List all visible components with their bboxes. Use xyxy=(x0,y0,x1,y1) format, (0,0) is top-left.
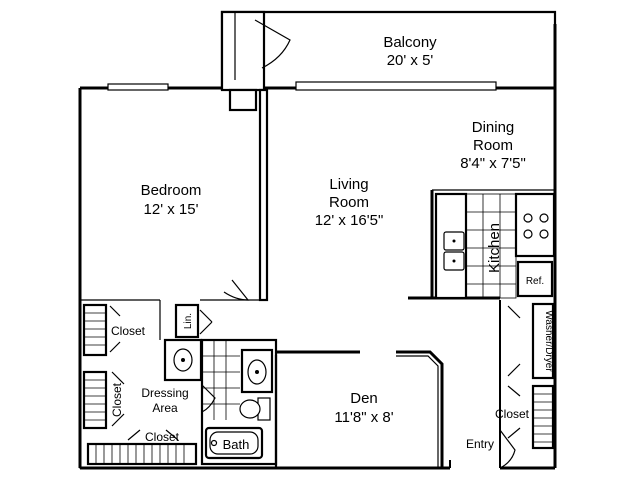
dressing-vanity xyxy=(163,338,203,382)
balcony-door xyxy=(254,19,291,69)
washer-dryer-label: Washer/Dryer xyxy=(543,310,554,372)
dining-label-2: Room xyxy=(473,137,513,154)
closet-right-label: Closet xyxy=(495,407,530,421)
outer-walls xyxy=(78,10,557,470)
labels: Balcony 20' x 5' Dining Room 8'4" x 7'5"… xyxy=(110,34,554,452)
bath-label: Bath xyxy=(223,437,250,452)
dining-size: 8'4" x 7'5" xyxy=(460,155,526,172)
bedroom-size: 12' x 15' xyxy=(144,201,199,218)
dressing-label-1: Dressing xyxy=(141,386,188,400)
bedroom-walls xyxy=(80,88,269,340)
fridge-label: Ref. xyxy=(526,276,544,287)
kitchen-label: Kitchen xyxy=(486,223,503,273)
entry-label: Entry xyxy=(466,437,494,451)
linen-closet xyxy=(174,303,213,339)
den-size: 11'8" x 8' xyxy=(334,409,393,426)
kitchen xyxy=(408,189,556,300)
living-label-1: Living xyxy=(329,176,368,193)
den-label: Den xyxy=(350,390,378,407)
closet-bottom-label: Closet xyxy=(145,430,180,444)
den-walls xyxy=(274,350,444,468)
closet-upper-left-label: Closet xyxy=(111,324,146,338)
closet-upper-left xyxy=(82,303,121,357)
bathroom xyxy=(200,338,278,466)
living-label-2: Room xyxy=(329,194,369,211)
entry-hall xyxy=(449,300,516,469)
balcony-size: 20' x 5' xyxy=(387,52,434,69)
closet-left-vertical-label: Closet xyxy=(110,382,124,417)
closet-left-vertical xyxy=(82,370,125,430)
closet-right xyxy=(507,384,555,450)
linen-label: Lin. xyxy=(183,313,194,329)
bedroom-label: Bedroom xyxy=(141,182,202,199)
closet-bottom-strip xyxy=(86,429,198,466)
dining-label-1: Dining xyxy=(472,119,515,136)
dressing-label-2: Area xyxy=(152,401,178,415)
living-size: 12' x 16'5" xyxy=(315,212,384,229)
balcony-label: Balcony xyxy=(383,34,437,51)
washer-dryer-closet xyxy=(507,302,555,380)
